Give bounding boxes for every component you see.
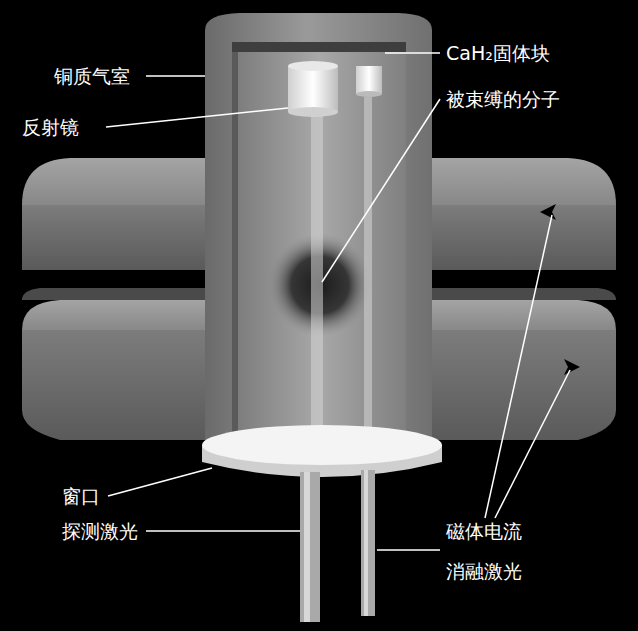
probe-laser-rod: [300, 472, 320, 622]
molecule-label: 被束缚的分子: [444, 87, 562, 111]
probe-beam: [311, 116, 323, 446]
window-label: 窗口: [60, 484, 102, 508]
reflector-label: 反射镜: [20, 115, 81, 139]
cah2-label: CaH₂固体块: [444, 41, 552, 65]
ablation-laser-label: 消融激光: [444, 559, 524, 583]
window: [202, 425, 442, 477]
ablation-laser-rod: [361, 470, 375, 616]
magnet-current-label: 磁体电流: [444, 519, 524, 543]
reflector: [288, 61, 338, 117]
leader-lines: [106, 53, 570, 550]
ablation-beam: [364, 97, 372, 446]
cah2-block: [356, 66, 382, 97]
probe-laser-label: 探测激光: [60, 519, 140, 543]
chamber-label: 铜质气室: [52, 64, 132, 88]
copper-chamber: [205, 13, 432, 450]
